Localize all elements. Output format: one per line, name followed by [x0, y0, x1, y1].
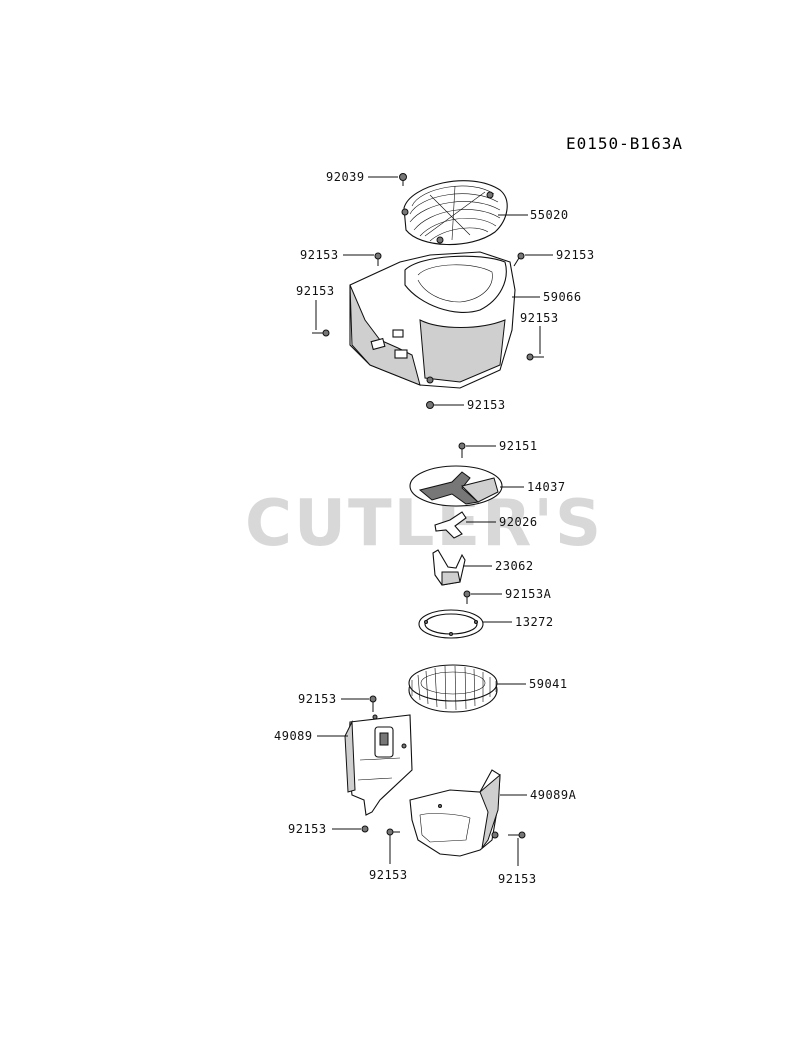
screw-left-92153 [374, 252, 382, 266]
callout-92151[interactable]: 92151 [499, 439, 538, 453]
screw-shroud-right-92153 [508, 831, 526, 839]
callout-92153-side[interactable]: 92153 [296, 284, 335, 298]
callout-92153-right[interactable]: 92153 [556, 248, 595, 262]
callout-55020[interactable]: 55020 [530, 208, 569, 222]
callout-92153-side-right[interactable]: 92153 [520, 311, 559, 325]
shroud-49089 [344, 714, 413, 816]
callout-92039[interactable]: 92039 [326, 170, 365, 184]
callout-92153-left[interactable]: 92153 [300, 248, 339, 262]
callout-49089[interactable]: 49089 [274, 729, 313, 743]
callout-92153-shroud-right[interactable]: 92153 [498, 872, 537, 886]
diagram-code: E0150-B163A [566, 134, 683, 153]
callout-92153-shroud[interactable]: 92153 [298, 692, 337, 706]
screw-92153A [463, 590, 471, 604]
clip-92026 [434, 511, 467, 539]
screw-shroud-bottom-92153 [361, 825, 369, 833]
screw-side-right-92153 [526, 353, 544, 361]
blower-housing-59066 [349, 251, 516, 389]
screw-right-92153 [513, 252, 525, 267]
screw-bottom-92153 [426, 401, 434, 409]
screw-side-92153 [312, 329, 330, 337]
callout-92153A[interactable]: 92153A [505, 587, 552, 601]
screw-top-92039 [399, 173, 407, 186]
callout-92153-shroud-left[interactable]: 92153 [369, 868, 408, 882]
callout-49089A[interactable]: 49089A [530, 788, 577, 802]
screw-shroud-left-92153 [386, 828, 400, 836]
screw-92151 [458, 442, 466, 458]
callout-59041[interactable]: 59041 [529, 677, 568, 691]
callout-13272[interactable]: 13272 [515, 615, 554, 629]
hub-23062 [432, 549, 466, 586]
screen-55020 [401, 180, 508, 246]
ring-13272 [418, 609, 484, 639]
fan-59041 [408, 664, 498, 713]
callout-23062[interactable]: 23062 [495, 559, 534, 573]
shroud-49089A [409, 769, 501, 857]
callout-14037[interactable]: 14037 [527, 480, 566, 494]
callout-92026[interactable]: 92026 [499, 515, 538, 529]
callout-59066[interactable]: 59066 [543, 290, 582, 304]
callout-92153-bottom[interactable]: 92153 [467, 398, 506, 412]
plate-14037 [409, 465, 503, 507]
screw-shroud-92153 [369, 695, 377, 712]
callout-92153-shroud-bottom[interactable]: 92153 [288, 822, 327, 836]
